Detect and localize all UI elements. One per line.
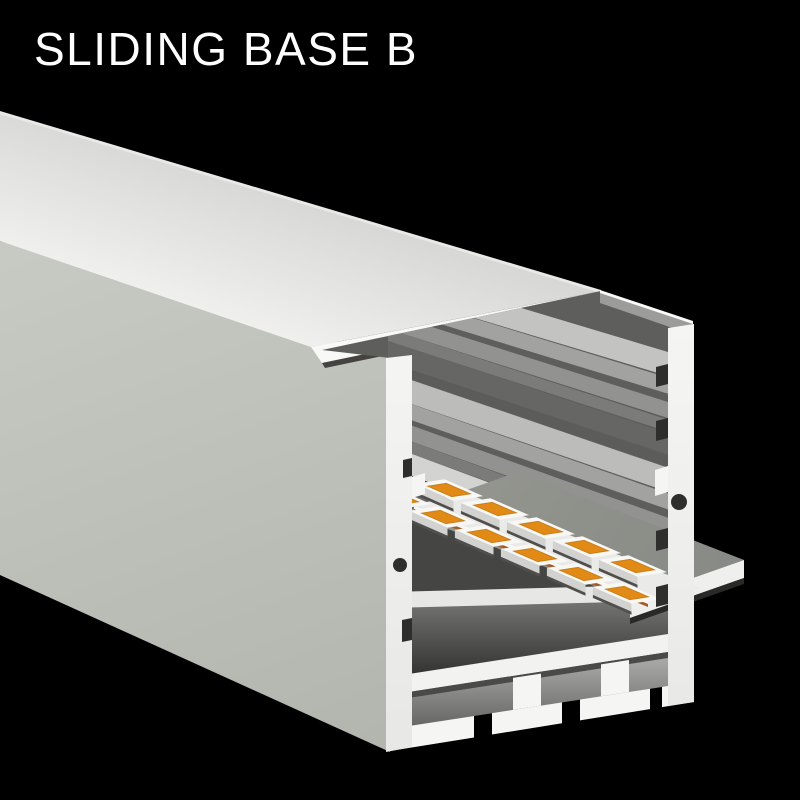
- led-front-1: [408, 506, 478, 539]
- foot-flange: [492, 702, 562, 735]
- led-side-face: [506, 521, 546, 547]
- led-side-face: [546, 567, 586, 593]
- back-wall-tab: [655, 466, 668, 496]
- led-back-2: [506, 517, 576, 550]
- back-wall-notch: [656, 584, 668, 607]
- led-phosphor: [420, 509, 466, 525]
- led-back-1: [460, 498, 530, 531]
- rib-band: [388, 362, 693, 475]
- front-face: [0, 241, 390, 752]
- led-phosphor: [558, 566, 604, 582]
- t-slot-interior: [541, 668, 601, 706]
- t-slot-interior: [629, 658, 668, 692]
- front-wall-notch: [403, 458, 412, 478]
- led-front-2: [454, 525, 524, 558]
- led-contact: [552, 548, 592, 569]
- led-contact: [460, 510, 500, 531]
- led-side-face: [598, 559, 638, 585]
- back-wall-notch: [656, 418, 668, 441]
- rib-band: [388, 313, 693, 426]
- led-strip: [388, 479, 700, 615]
- led-front-4: [546, 563, 616, 596]
- led-phosphor: [466, 528, 512, 544]
- front-wall-cut: [386, 355, 412, 752]
- led-side-face: [552, 540, 592, 566]
- back-wall-notch: [656, 364, 668, 387]
- led-phosphor: [426, 482, 472, 498]
- rib-band: [388, 341, 693, 463]
- base-shelf-shadow: [396, 648, 694, 700]
- led-contact: [414, 491, 454, 512]
- led-contact: [500, 556, 540, 577]
- led-phosphor: [472, 501, 518, 517]
- led-back-4: [598, 555, 668, 588]
- led-phosphor: [512, 547, 558, 563]
- front-wall-screw-hole: [393, 558, 407, 572]
- back-wall-top-strip: [600, 291, 693, 335]
- foot-stem: [513, 673, 541, 710]
- product-title: SLIDING BASE B: [34, 23, 419, 75]
- rib-band: [388, 412, 693, 525]
- rib-band: [388, 396, 693, 519]
- top-edge-highlight: [600, 290, 693, 324]
- rib-band: [388, 329, 693, 440]
- back-wall-notch: [656, 528, 668, 551]
- led-contact: [546, 575, 586, 596]
- led-front-3: [500, 544, 570, 577]
- led-phosphor: [604, 585, 650, 601]
- led-side-face: [454, 529, 494, 555]
- led-back-3: [552, 536, 622, 569]
- led-phosphor: [518, 520, 564, 536]
- led-contact: [592, 594, 632, 615]
- led-contact: [598, 567, 638, 588]
- led-contact: [454, 537, 494, 558]
- led-contact: [506, 529, 546, 550]
- led-side-face: [408, 510, 448, 536]
- base-shelf: [396, 630, 694, 694]
- led-side-face: [500, 548, 540, 574]
- rib-band: [388, 372, 693, 501]
- foot-flange: [580, 688, 650, 721]
- diffuser-top: [0, 112, 601, 347]
- front-wall-notch: [402, 618, 412, 642]
- foot-stem: [601, 660, 629, 697]
- led-side-face: [592, 586, 632, 612]
- rib-band: [388, 308, 693, 409]
- led-phosphor: [610, 558, 656, 574]
- diffuser-top-edge: [0, 111, 601, 293]
- end-face: [386, 290, 694, 752]
- front-wall-tab: [412, 473, 425, 498]
- led-side-face: [460, 502, 500, 528]
- cavity: [390, 597, 694, 686]
- back-wall-screw-hole: [671, 494, 687, 510]
- front-face-panel: [0, 241, 390, 752]
- led-phosphor: [564, 539, 610, 555]
- t-slot-interior: [412, 681, 513, 726]
- led-contact: [408, 518, 448, 539]
- led-front-5: [592, 582, 662, 615]
- back-wall-cut: [668, 324, 694, 706]
